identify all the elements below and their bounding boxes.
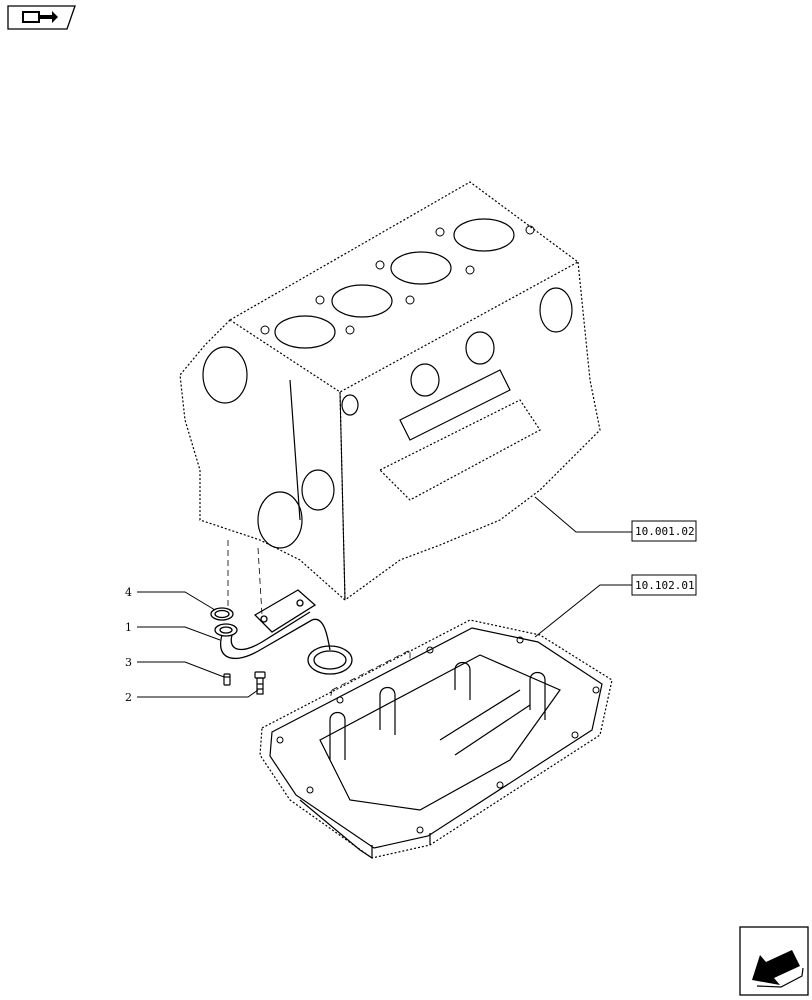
callout-1[interactable]: 1 — [125, 621, 132, 634]
o-ring[interactable] — [210, 607, 234, 621]
book-arrow-icon[interactable] — [7, 5, 76, 30]
callout-2[interactable]: 2 — [125, 691, 132, 704]
oil-sump — [259, 619, 613, 859]
assembly-lines — [227, 540, 411, 701]
engine-block — [179, 181, 601, 602]
long-bolt[interactable] — [254, 671, 266, 695]
reference-block-label[interactable]: 10.001.02 — [635, 525, 695, 538]
next-page-arrow-icon[interactable] — [739, 926, 809, 996]
reference-block[interactable]: 10.001.02 — [534, 496, 697, 542]
small-bolt[interactable] — [223, 673, 231, 686]
callout-3[interactable]: 3 — [125, 656, 132, 669]
reference-sump-label[interactable]: 10.102.01 — [635, 579, 695, 592]
oil-pickup-tube[interactable] — [219, 589, 353, 675]
callout-4[interactable]: 4 — [125, 586, 132, 599]
tube-end-seal — [214, 623, 238, 637]
callout-leaders — [137, 591, 259, 698]
reference-sump[interactable]: 10.102.01 — [534, 574, 697, 638]
